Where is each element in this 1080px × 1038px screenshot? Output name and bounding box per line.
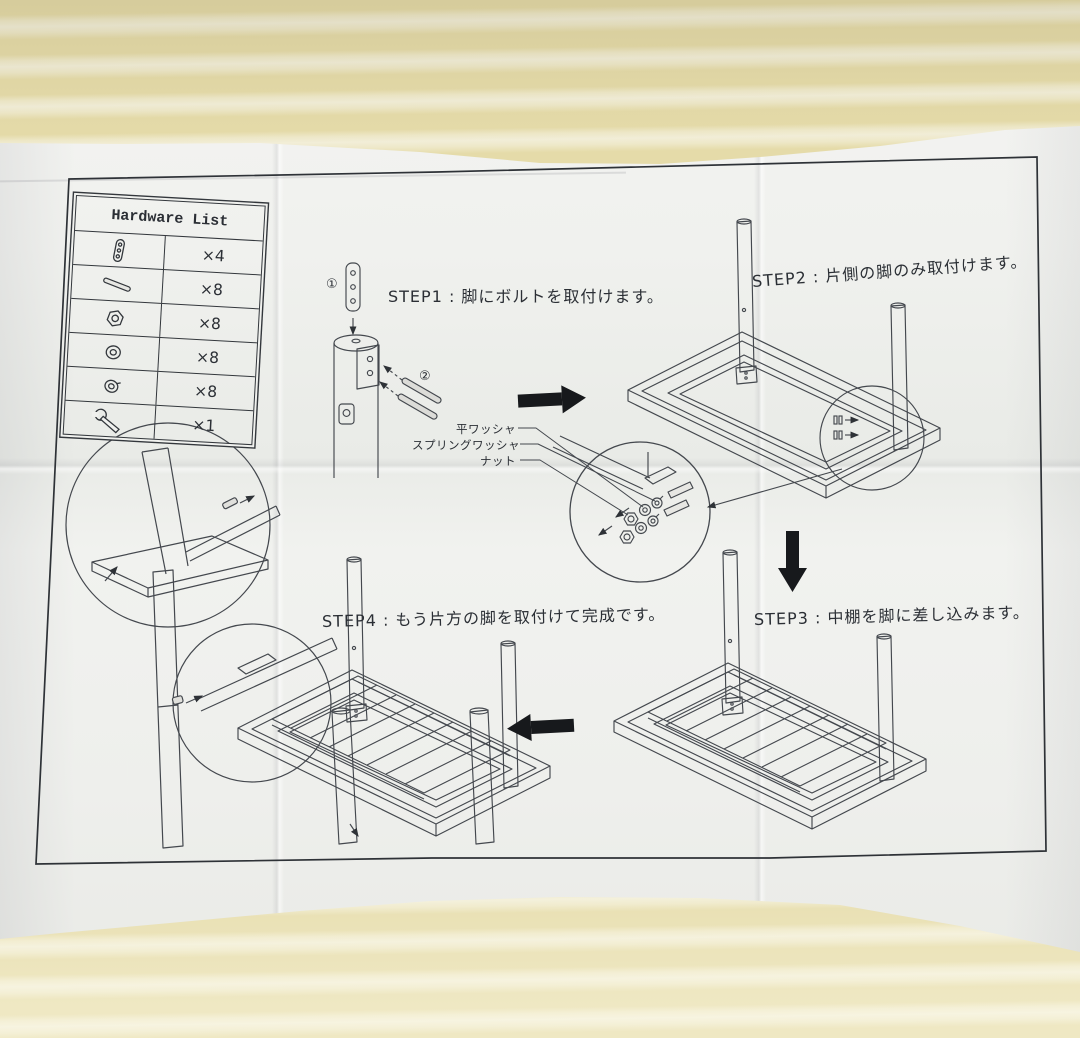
arrow-step2-to-step3	[778, 531, 807, 592]
arrow-step3-to-step4	[507, 713, 575, 741]
hardware-detail-circle	[518, 427, 843, 583]
callout-number-bolts: ②	[419, 369, 431, 384]
step2-detail-circle	[819, 385, 925, 491]
step4-diagram	[237, 556, 551, 845]
hardware-list-table: Hardware List ×4 ×8	[62, 195, 266, 446]
qty-value: ×8	[161, 269, 261, 309]
table-row: ×4	[73, 230, 263, 275]
flow-arrows	[507, 385, 807, 741]
horizontal-fold-crease	[0, 458, 1080, 474]
callout-number-plate: ①	[326, 277, 338, 292]
wrench-icon	[91, 408, 120, 433]
table-row: ×8	[69, 297, 259, 343]
leg-mounting-plate-icon	[112, 238, 126, 262]
spring-washer-label: スプリングワッシャ	[412, 438, 520, 452]
page-frame	[35, 156, 1047, 865]
step1-caption: STEP1 : 脚にボルトを取付けます。	[388, 287, 664, 306]
table-row: ×8	[67, 331, 258, 377]
step2-diagram	[627, 218, 941, 499]
qty-value: ×4	[163, 236, 263, 275]
flat-washer-label: 平ワッシャ	[456, 422, 516, 436]
qty-value: ×8	[155, 371, 256, 411]
nut-label: ナット	[480, 454, 516, 468]
qty-value: ×1	[153, 405, 254, 445]
table-row: ×8	[71, 263, 261, 309]
step1-diagram	[333, 262, 442, 478]
table-row: ×1	[63, 399, 254, 445]
qty-value: ×8	[157, 337, 258, 377]
shelf-detail-circles	[65, 422, 338, 849]
nut-icon	[106, 309, 124, 327]
flat-washer-icon	[105, 344, 121, 359]
arrow-step1-to-step2	[517, 385, 586, 414]
table-row: ×8	[65, 365, 256, 411]
step3-diagram	[613, 549, 927, 830]
bolt-icon	[103, 277, 131, 292]
vertical-fold-crease	[754, 126, 766, 952]
qty-value: ×8	[159, 303, 259, 343]
spring-washer-icon	[104, 379, 121, 393]
